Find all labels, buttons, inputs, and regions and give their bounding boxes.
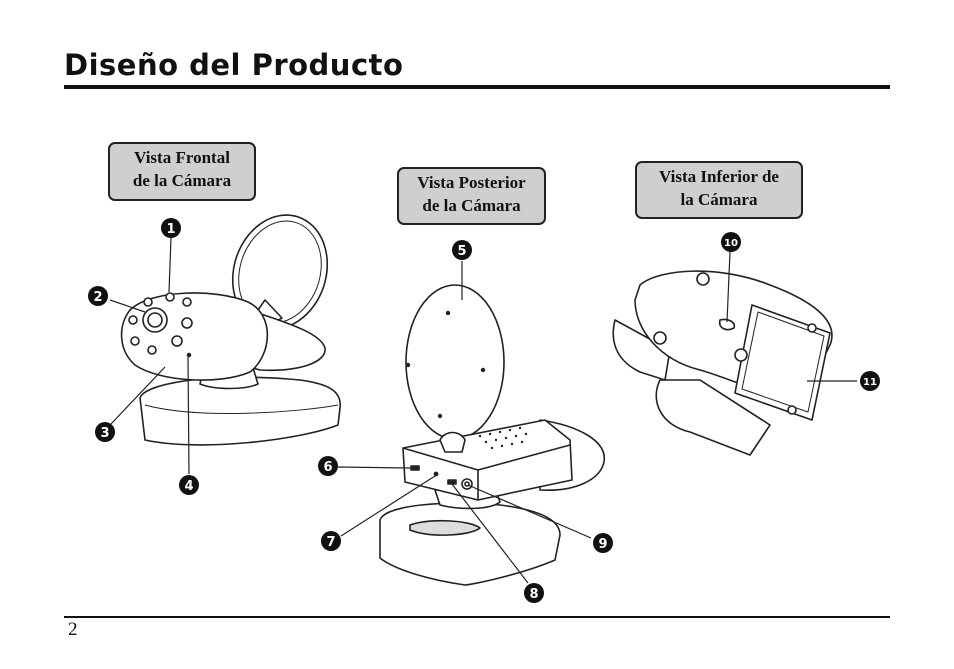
callout-8-text: 8 — [529, 587, 538, 602]
callout-markers: 1 2 3 4 5 6 7 8 9 10 11 — [88, 218, 880, 603]
page-title: Diseño del Producto — [64, 48, 404, 82]
bottom-view-label-line1: Vista Inferior de — [659, 167, 779, 186]
callout-lines — [109, 237, 857, 584]
callout-6-text: 6 — [323, 460, 332, 475]
callout-5-text: 5 — [457, 244, 466, 259]
callout-4: 4 — [179, 475, 199, 495]
front-view-label-line1: Vista Frontal — [134, 148, 230, 167]
back-view-label-line2: de la Cámara — [422, 196, 521, 215]
front-camera-drawing — [120, 214, 341, 446]
callout-9: 9 — [593, 533, 613, 553]
callout-1: 1 — [161, 218, 181, 238]
callout-9-text: 9 — [598, 537, 607, 552]
header-rule — [64, 85, 890, 89]
callout-8: 8 — [524, 583, 544, 603]
callout-2-text: 2 — [93, 290, 102, 305]
back-camera-drawing — [379, 284, 605, 586]
callout-3-text: 3 — [100, 426, 109, 441]
callout-3: 3 — [95, 422, 115, 442]
callout-1-text: 1 — [166, 222, 175, 237]
callout-2: 2 — [88, 286, 108, 306]
front-view-label: Vista Frontal de la Cámara — [108, 142, 256, 201]
front-view-label-line2: de la Cámara — [132, 171, 232, 190]
bottom-camera-drawing — [612, 270, 833, 456]
callout-10: 10 — [721, 232, 741, 252]
back-view-label-line1: Vista Posterior — [417, 173, 526, 192]
callout-11: 11 — [860, 371, 880, 391]
callout-7-text: 7 — [326, 535, 335, 550]
footer-rule — [64, 616, 890, 618]
callout-7: 7 — [321, 531, 341, 551]
back-view-label: Vista Posterior de la Cámara — [397, 167, 546, 225]
callout-6: 6 — [318, 456, 338, 476]
callout-4-text: 4 — [184, 479, 193, 494]
callout-5: 5 — [452, 240, 472, 260]
callout-10-text: 10 — [724, 238, 738, 249]
callout-11-text: 11 — [863, 377, 877, 388]
bottom-view-label: Vista Inferior de la Cámara — [635, 161, 803, 219]
bottom-view-label-line2: la Cámara — [680, 190, 758, 209]
page-number: 2 — [68, 619, 78, 640]
